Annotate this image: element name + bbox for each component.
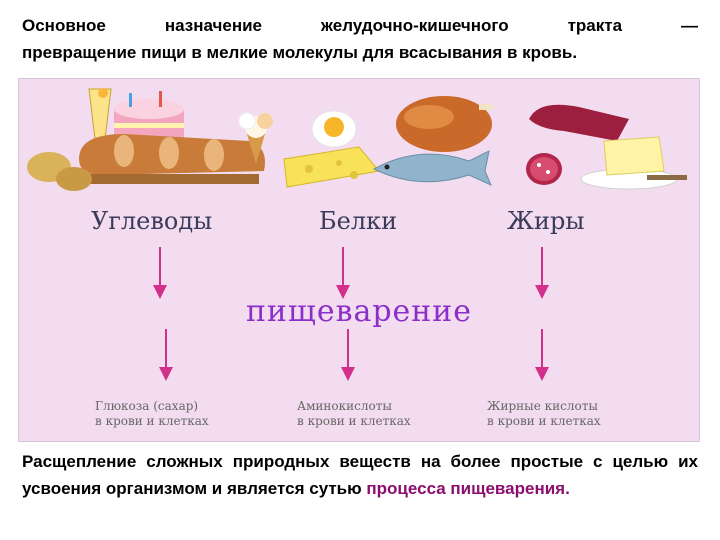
heading-carbohydrates: Углеводы bbox=[91, 207, 213, 235]
result-line: в крови и клетках bbox=[297, 414, 411, 428]
result-line: в крови и клетках bbox=[487, 414, 601, 428]
arrow-down-icon bbox=[535, 247, 549, 299]
heading-proteins: Белки bbox=[319, 207, 398, 235]
drink-glass-icon bbox=[88, 88, 112, 140]
cheese-icon bbox=[283, 146, 380, 188]
arrow-down-icon bbox=[153, 247, 167, 299]
heading-fats: Жиры bbox=[507, 207, 585, 235]
result-line: Аминокислоты bbox=[297, 399, 392, 413]
intro-line-1: Основное назначение желудочно-кишечного … bbox=[22, 12, 698, 39]
bread-icon bbox=[79, 134, 265, 184]
intro-word: тракта bbox=[567, 16, 623, 35]
fish-icon bbox=[372, 150, 492, 186]
digestion-diagram: Углеводы Белки Жиры пищеварение Глюкоза … bbox=[18, 78, 700, 442]
result-line: Глюкоза (сахар) bbox=[95, 399, 199, 413]
result-fatty-acids: Жирные кислоты в крови и клетках bbox=[487, 399, 601, 429]
arrow-down-icon bbox=[159, 329, 173, 381]
intro-word: желудочно-кишечного bbox=[320, 16, 509, 35]
roast-chicken-icon bbox=[396, 96, 493, 152]
result-amino-acids: Аминокислоты в крови и клетках bbox=[297, 399, 411, 429]
result-line: Жирные кислоты bbox=[487, 399, 598, 413]
sausage-icon bbox=[526, 104, 629, 185]
intro-word: — bbox=[680, 16, 698, 35]
ice-cream-icon bbox=[238, 112, 273, 164]
cake-icon bbox=[114, 91, 184, 141]
conclusion-accent: процесса пищеварения. bbox=[366, 479, 570, 498]
potato-icon bbox=[27, 152, 92, 191]
digestion-label: пищеварение bbox=[245, 294, 473, 329]
result-glucose: Глюкоза (сахар) в крови и клетках bbox=[95, 399, 209, 429]
egg-icon bbox=[311, 110, 357, 148]
conclusion-body: Расщепление сложных природных веществ на… bbox=[22, 452, 698, 498]
intro-text: Основное назначение желудочно-кишечного … bbox=[22, 12, 698, 66]
intro-word: Основное bbox=[22, 16, 106, 35]
arrow-down-icon bbox=[535, 329, 549, 381]
conclusion-text: Расщепление сложных природных веществ на… bbox=[22, 448, 698, 502]
arrow-down-icon bbox=[336, 247, 350, 299]
arrow-down-icon bbox=[341, 329, 355, 381]
result-line: в крови и клетках bbox=[95, 414, 209, 428]
food-illustration bbox=[27, 88, 687, 191]
intro-line-2: превращение пищи в мелкие молекулы для в… bbox=[22, 43, 578, 62]
intro-word: назначение bbox=[164, 16, 262, 35]
butter-icon bbox=[580, 136, 687, 190]
